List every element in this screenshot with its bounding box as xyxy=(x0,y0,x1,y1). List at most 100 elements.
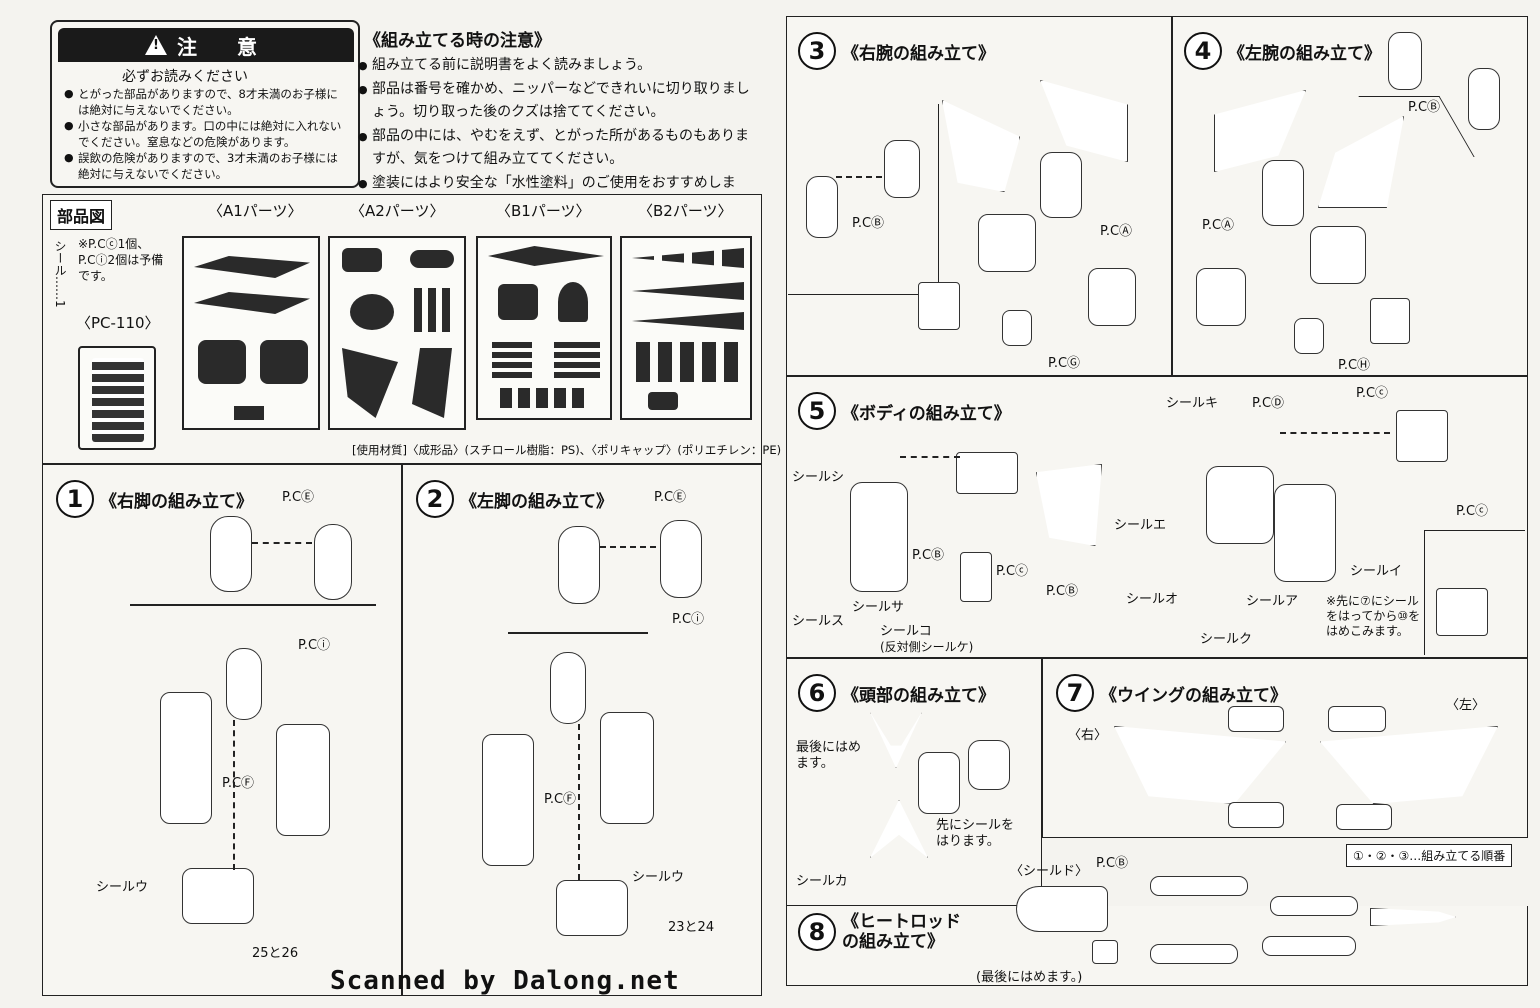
seal-label: シール……1 xyxy=(53,240,67,308)
step-3-number: 3 xyxy=(798,32,836,70)
heat-rod-segment xyxy=(1150,876,1248,896)
step-6-heading: 《頭部の組み立て》 xyxy=(842,685,995,706)
step-3-label: P.CⒷ xyxy=(852,216,885,231)
runner-b2 xyxy=(620,236,752,420)
wing-part xyxy=(1328,706,1386,732)
pc-label: 〈PC-110〉 xyxy=(76,314,160,332)
wing-part xyxy=(1228,706,1284,732)
note-item: 組み立てる前に説明書をよく読みましょう。 xyxy=(358,54,754,78)
step-4-number: 4 xyxy=(1184,32,1222,70)
runner-b1-label: 〈B1パーツ〉 xyxy=(496,202,591,220)
warning-item: 小さな部品があります。口の中には絶対に入れないでください。窒息などの危険がありま… xyxy=(64,118,348,150)
hand-part xyxy=(1196,268,1246,326)
body-part xyxy=(1206,466,1274,544)
step-5-label: シールサ xyxy=(852,600,905,615)
step-1-heading: 《右脚の組み立て》 xyxy=(100,491,253,512)
step-7-title: 7 《ウイングの組み立て》 xyxy=(1056,674,1287,712)
step-5-label: シールイ xyxy=(1350,564,1403,579)
leg-part xyxy=(210,516,252,592)
arm-part xyxy=(1040,152,1082,218)
body-part xyxy=(956,452,1018,494)
warning-header: 注 意 xyxy=(58,28,354,62)
runner-a1 xyxy=(182,236,320,430)
step-5-note: ※先に⑦にシールをはってから⑩をはめこみます。 xyxy=(1326,594,1421,638)
runner-a1-label: 〈A1パーツ〉 xyxy=(208,202,303,220)
step-4-heading: 《左腕の組み立て》 xyxy=(1228,43,1381,64)
step-5-label: シールエ xyxy=(1114,518,1167,533)
arm-part xyxy=(1262,160,1304,226)
hand-part xyxy=(1088,268,1136,326)
assembly-notes-list: 組み立てる前に説明書をよく読みましょう。 部品は番号を確かめ、ニッパーなどできれ… xyxy=(358,54,754,219)
step-5-label: P.CⒹ xyxy=(1252,396,1285,411)
step-4-label: P.CⒽ xyxy=(1338,358,1371,373)
warning-list: とがった部品がありますので、8才未満のお子様には絶対に与えないでください。 小さ… xyxy=(64,86,348,182)
step-7-order-note: ①・②・③…組み立てる順番 xyxy=(1346,844,1513,867)
clip-part xyxy=(1092,940,1118,964)
hand-part xyxy=(1370,298,1410,344)
wing-part xyxy=(1228,802,1284,828)
step-5-label: シールア xyxy=(1246,594,1299,609)
step-2-label: P.CⒻ xyxy=(544,792,577,807)
step-1-label: シールウ xyxy=(96,880,149,895)
leg-part xyxy=(558,526,600,604)
head-part xyxy=(968,740,1010,790)
step-1-label: P.CⒺ xyxy=(282,490,315,505)
step-4-label: P.CⒶ xyxy=(1202,218,1235,233)
body-part xyxy=(1274,484,1336,582)
shield-part xyxy=(1016,886,1108,932)
step-5-label: P.Cⓒ xyxy=(1456,504,1489,519)
step-8-number: 8 xyxy=(798,913,836,951)
arm-part xyxy=(1388,32,1422,90)
arm-part xyxy=(1468,68,1500,130)
warning-item: とがった部品がありますので、8才未満のお子様には絶対に与えないでください。 xyxy=(64,86,348,118)
heat-rod-segment xyxy=(1150,944,1238,964)
wing-part xyxy=(1336,804,1392,830)
step-5-number: 5 xyxy=(798,392,836,430)
runner-b2-label: 〈B2パーツ〉 xyxy=(638,202,733,220)
step-2-title: 2 《左脚の組み立て》 xyxy=(416,480,613,518)
step-2-label: シールウ xyxy=(632,870,685,885)
step-3-title: 3 《右腕の組み立て》 xyxy=(798,32,995,70)
step-2-label: P.Cⓘ xyxy=(672,612,705,627)
body-part xyxy=(1436,588,1488,636)
assembly-notes-title: 《組み立てる時の注意》 xyxy=(364,31,551,51)
step-6-label: シールカ xyxy=(796,874,848,889)
runner-b1 xyxy=(476,236,612,420)
step-5-label: シールス xyxy=(792,614,845,629)
leg-part xyxy=(226,648,262,720)
step-5-title: 5 《ボディの組み立て》 xyxy=(798,392,1011,430)
step-1-title: 1 《右脚の組み立て》 xyxy=(56,480,253,518)
step-8-heading: 《ヒートロッドの組み立て》 xyxy=(842,912,961,952)
step-7-left: 〈左〉 xyxy=(1446,698,1486,713)
arm-part xyxy=(884,140,920,198)
body-part xyxy=(960,552,992,602)
hand-part xyxy=(1002,310,1032,346)
step-6-label: 最後にはめます。 xyxy=(796,740,862,771)
material-note: [使用材質]〈成形品〉(スチロール樹脂：PS)、〈ポリキャップ〉(ポリエチレン：… xyxy=(352,443,782,457)
step-5-label: シールシ xyxy=(792,470,845,485)
step-1-label: P.CⒻ xyxy=(222,776,255,791)
leg-part xyxy=(550,652,586,724)
step-2-number: 2 xyxy=(416,480,454,518)
step-3-detail-box xyxy=(788,104,939,295)
hand-part xyxy=(918,282,960,330)
heat-rod-segment xyxy=(1262,936,1356,956)
warning-triangle-icon xyxy=(145,35,167,55)
step-4-title: 4 《左腕の組み立て》 xyxy=(1184,32,1381,70)
step-5-label: シールキ xyxy=(1166,396,1219,411)
step-3-label: P.CⒼ xyxy=(1048,356,1081,371)
step-1-label: P.Cⓘ xyxy=(298,638,331,653)
step-5-label: シールク xyxy=(1200,632,1253,647)
foot-part xyxy=(556,880,628,936)
warning-subtitle: 必ずお読みください xyxy=(122,69,248,85)
step-5-label: シールオ xyxy=(1126,592,1179,607)
step-7-number: 7 xyxy=(1056,674,1094,712)
leg-part xyxy=(482,734,534,866)
runner-a2-label: 〈A2パーツ〉 xyxy=(350,202,445,220)
step-2-label: 23と24 xyxy=(668,920,715,935)
step-5-label: P.CⒷ xyxy=(1046,584,1079,599)
watermark: Scanned by Dalong.net xyxy=(330,966,680,996)
note-item: 部品は番号を確かめ、ニッパーなどできれいに切り取りましょう。切り取った後のクズは… xyxy=(358,78,754,125)
step-6-number: 6 xyxy=(798,674,836,712)
step-5-label: (反対側シールケ) xyxy=(880,640,974,654)
